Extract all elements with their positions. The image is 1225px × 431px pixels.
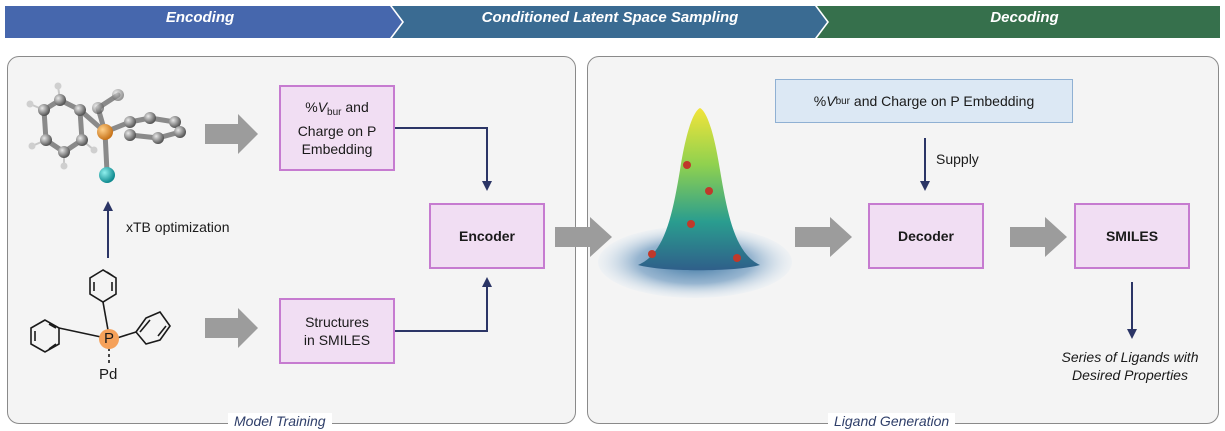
model-training-caption: Model Training bbox=[228, 413, 332, 429]
supply-v-symbol: V bbox=[826, 93, 836, 109]
stage-banner-arrows bbox=[5, 6, 1220, 38]
stage-decoding-label: Decoding bbox=[990, 9, 1059, 26]
sample-point bbox=[687, 220, 695, 228]
sample-point bbox=[733, 254, 741, 262]
smiles-label: SMILES bbox=[1105, 228, 1159, 244]
embedding-percent: % bbox=[305, 99, 318, 115]
molecule-3d-model bbox=[26, 82, 186, 183]
stage-decoding-chevron bbox=[817, 6, 1220, 38]
sample-point bbox=[705, 187, 713, 195]
embedding-box: %Vbur and Charge on P Embedding bbox=[279, 85, 395, 171]
stage-sampling-label: Conditioned Latent Space Sampling bbox=[481, 9, 739, 26]
stage-banner: Encoding Conditioned Latent Space Sampli… bbox=[0, 0, 1225, 40]
structures-box: Structures in SMILES bbox=[279, 298, 395, 364]
molecule-2d-structure bbox=[30, 269, 171, 364]
sample-point bbox=[683, 161, 691, 169]
supply-embedding-text: and Charge on P Embedding bbox=[850, 93, 1035, 109]
ligand-generation-caption: Ligand Generation bbox=[828, 413, 956, 429]
embedding-and: and bbox=[341, 99, 369, 115]
supply-percent: % bbox=[813, 93, 827, 109]
embedding-v-symbol: V bbox=[317, 99, 328, 115]
sample-point bbox=[648, 250, 656, 258]
supply-label: Supply bbox=[936, 151, 979, 167]
stage-sampling-chevron bbox=[392, 6, 827, 38]
result-line2: Desired Properties bbox=[1072, 367, 1188, 383]
structures-line1: Structures bbox=[305, 314, 369, 330]
result-label: Series of Ligands with Desired Propertie… bbox=[1030, 348, 1225, 384]
decoder-box: Decoder bbox=[868, 203, 984, 269]
result-line1: Series of Ligands with bbox=[1061, 349, 1199, 365]
embedding-line3: Embedding bbox=[301, 141, 373, 157]
phosphorus-label: P bbox=[103, 330, 114, 347]
latent-space-gaussian bbox=[598, 108, 792, 298]
smiles-box: SMILES bbox=[1074, 203, 1190, 269]
phosphorus-atom-marker bbox=[99, 329, 119, 349]
navy-connector-arrows bbox=[103, 127, 1137, 339]
decoder-label: Decoder bbox=[897, 228, 955, 244]
encoder-label: Encoder bbox=[458, 228, 515, 244]
supply-v-subscript: bur bbox=[835, 95, 851, 107]
structures-line2: in SMILES bbox=[303, 332, 371, 348]
stage-encoding-label: Encoding bbox=[165, 9, 235, 26]
encoder-box: Encoder bbox=[429, 203, 545, 269]
xtb-optimization-label: xTB optimization bbox=[126, 219, 230, 235]
embedding-v-subscript: bur bbox=[327, 107, 342, 118]
stage-encoding-chevron bbox=[5, 6, 402, 38]
gray-flow-arrows bbox=[205, 114, 1067, 348]
palladium-label: Pd bbox=[99, 366, 118, 383]
embedding-line2: Charge on P bbox=[297, 123, 377, 139]
